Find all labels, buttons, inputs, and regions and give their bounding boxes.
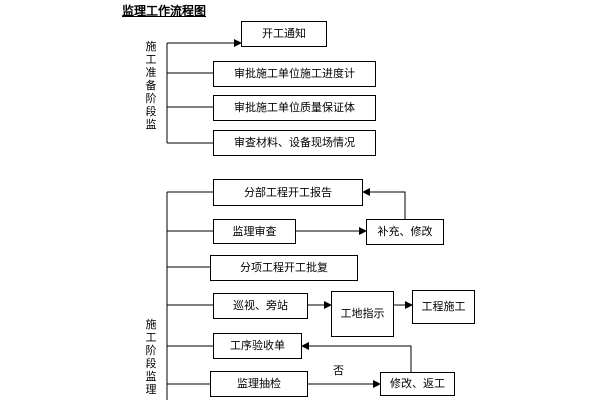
supervision-sampling-box: 监理抽检: [210, 371, 308, 397]
review-materials-box: 审查材料、设备现场情况: [213, 130, 376, 156]
arrow-supplement-to-report: [362, 188, 406, 219]
subproject-report-box: 分部工程开工报告: [213, 179, 363, 206]
edge-label-no: 否: [333, 364, 344, 377]
construction-box: 工程施工: [412, 290, 475, 324]
modify-rework-box: 修改、返工: [380, 372, 455, 396]
supplement-modify-box: 补充、修改: [366, 219, 444, 245]
arrow-modify-to-acceptance: [301, 342, 412, 372]
approve-quality-system-box: 审批施工单位质量保证体: [213, 95, 376, 121]
patrol-sidestation-box: 巡视、旁站: [213, 293, 308, 319]
process-acceptance-box: 工序验收单: [213, 333, 302, 359]
approve-progress-plan-box: 审批施工单位施工进度计: [213, 61, 376, 87]
start-notice-box: 开工通知: [241, 21, 327, 47]
itemized-approval-box: 分项工程开工批复: [210, 255, 358, 281]
supervision-review-box: 监理审查: [213, 219, 296, 244]
diagram-title: 监理工作流程图: [122, 4, 207, 18]
prep-phase-label: 施工准备阶段监: [145, 40, 157, 131]
construction-phase-label: 施工阶段监理: [145, 318, 157, 396]
site-instruction-box: 工地指示: [331, 291, 394, 337]
